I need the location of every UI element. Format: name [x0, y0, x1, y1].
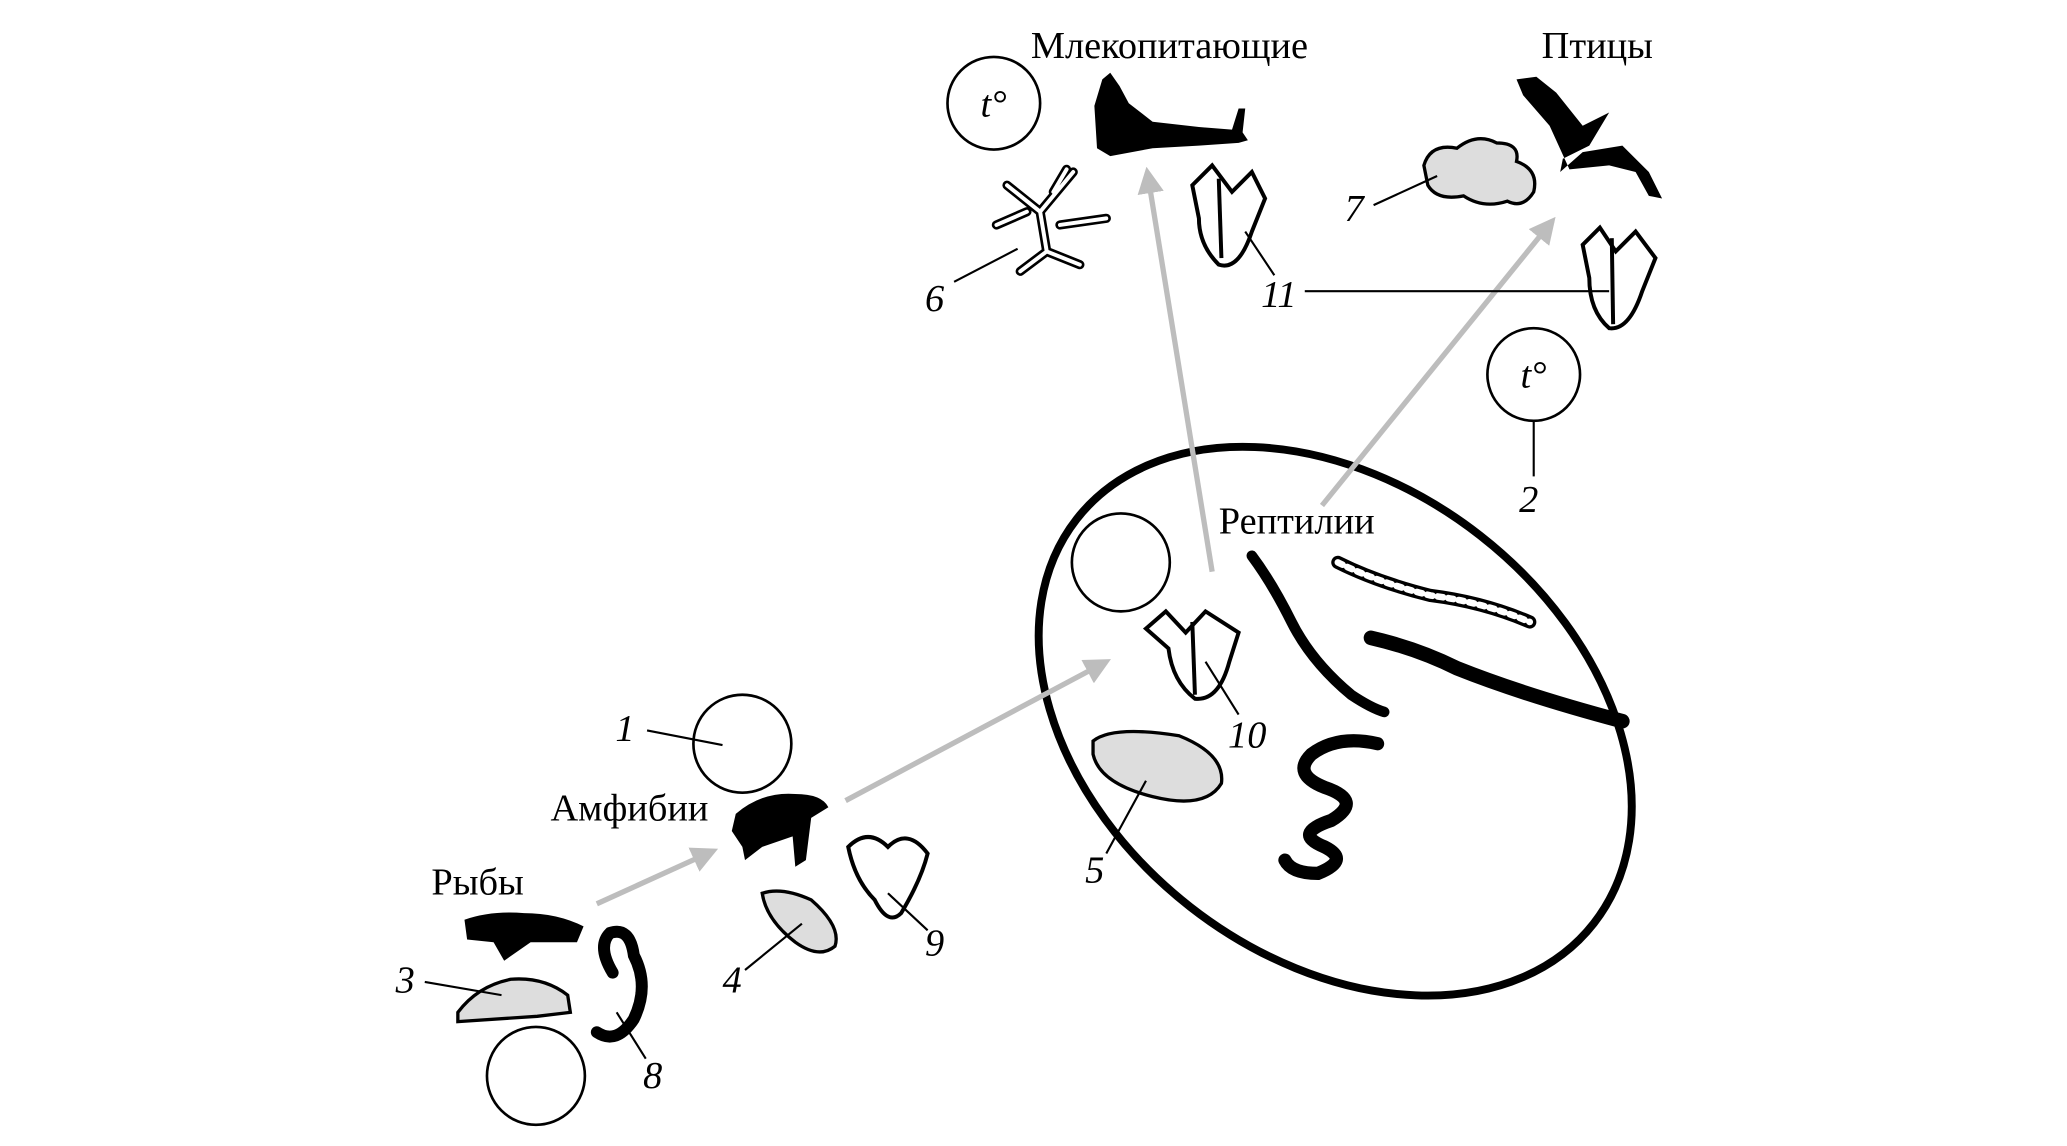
temperature-symbol-mammals: t°	[981, 83, 1007, 125]
number-4: 4	[723, 959, 742, 1001]
number-10: 10	[1228, 715, 1266, 757]
number-1: 1	[615, 708, 634, 750]
leader-line-3	[424, 980, 502, 997]
leader-line-5	[1105, 780, 1147, 855]
leader-line-4	[744, 922, 803, 971]
number-5: 5	[1085, 850, 1104, 892]
label-fish: Рыбы	[431, 862, 523, 904]
number-7: 7	[1344, 188, 1365, 230]
bird-heart-icon	[1580, 224, 1658, 331]
label-birds: Птицы	[1542, 25, 1653, 67]
number-8: 8	[643, 1055, 662, 1097]
number-3: 3	[395, 959, 415, 1001]
empty-circle-amphibians	[692, 693, 793, 794]
leader-line-7	[1373, 175, 1438, 207]
leader-line-8	[615, 1011, 647, 1060]
cat-silhouette-icon	[1094, 72, 1248, 157]
snake-icon	[1278, 734, 1385, 881]
leader-line-9	[887, 892, 929, 932]
label-amphibians: Амфибии	[550, 787, 708, 829]
gecko-icon	[1363, 630, 1630, 729]
bird-lungs-icon	[1422, 137, 1537, 206]
fish-heart-icon	[590, 925, 648, 1043]
arrow-amphibians-to-reptiles	[844, 659, 1111, 803]
lizard-icon	[1246, 550, 1390, 718]
leader-line-10	[1204, 661, 1240, 716]
amphibian-heart-icon	[846, 835, 930, 920]
frog-silhouette-icon	[731, 793, 829, 867]
reptiles-ellipse	[1034, 442, 1636, 1000]
arrow-reptiles-to-mammals	[1137, 166, 1215, 573]
empty-circle-reptiles	[1070, 512, 1172, 613]
number-6: 6	[925, 278, 944, 320]
label-reptiles: Рептилии	[1219, 500, 1375, 542]
number-2: 2	[1519, 479, 1538, 521]
number-9: 9	[925, 922, 944, 964]
bird-silhouette-icon	[1516, 76, 1663, 199]
fish-gills-icon	[456, 977, 573, 1024]
fish-silhouette-icon	[464, 912, 584, 961]
reptile-lung-icon	[1091, 729, 1224, 803]
label-mammals: Млекопитающие	[1031, 25, 1308, 67]
arrow-fish-to-amphibians	[595, 847, 719, 907]
leader-line-11	[1244, 230, 1610, 293]
amphibian-lung-icon	[760, 889, 838, 954]
empty-circle-fish	[485, 1025, 587, 1127]
number-11: 11	[1261, 274, 1297, 316]
leader-line-6	[953, 247, 1019, 283]
temperature-circle-mammals	[946, 55, 1042, 151]
arrow-reptiles-to-birds	[1319, 216, 1556, 508]
leader-line-1	[646, 729, 723, 747]
mammal-heart-icon	[1190, 162, 1268, 268]
temperature-symbol-birds: t°	[1520, 355, 1546, 397]
